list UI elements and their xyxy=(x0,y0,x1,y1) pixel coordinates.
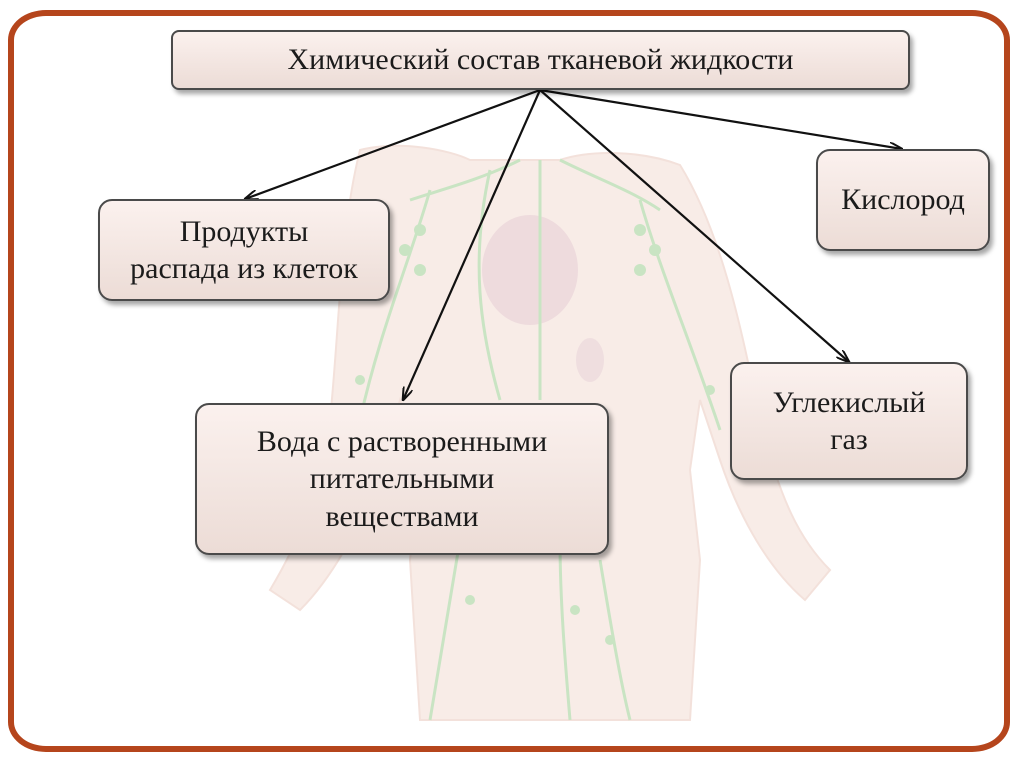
node-water: Вода с растворенными питательными вещест… xyxy=(195,403,609,555)
diagram-title-label: Химический состав тканевой жидкости xyxy=(287,43,794,77)
node-water-label: Вода с растворенными питательными вещест… xyxy=(256,425,548,533)
arrow-to-oxygen xyxy=(539,88,902,149)
arrow-to-products xyxy=(245,88,541,199)
arrow-to-water xyxy=(403,89,542,400)
node-oxygen-label: Кислород xyxy=(841,183,965,217)
node-products: Продукты распада из клеток xyxy=(98,199,390,301)
arrow-to-co2 xyxy=(539,89,849,362)
node-co2-label: Углекислый газ xyxy=(772,385,926,456)
node-oxygen: Кислород xyxy=(816,149,990,251)
diagram-title: Химический состав тканевой жидкости xyxy=(171,30,910,90)
node-products-label: Продукты распада из клеток xyxy=(130,214,358,285)
node-co2: Углекислый газ xyxy=(730,362,968,480)
